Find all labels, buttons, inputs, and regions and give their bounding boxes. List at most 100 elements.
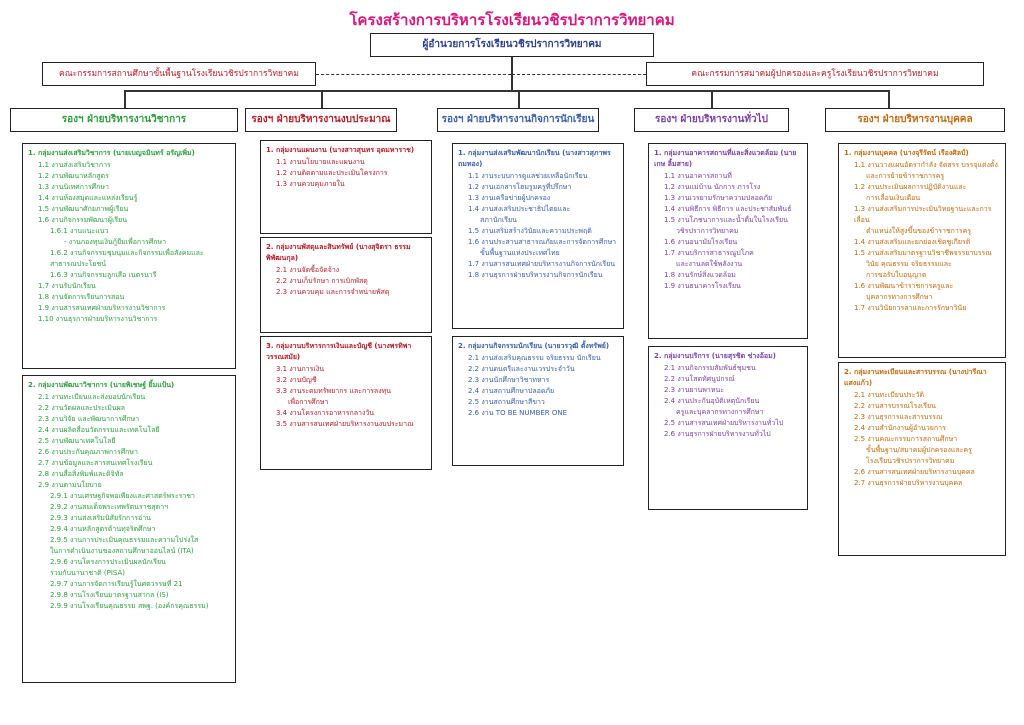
- list-item: 1.6.2 งานกิจกรรมชุมนุมและกิจกรรมเพื่อสัง…: [50, 249, 204, 257]
- list-item: 1.1 งานระบบการดูแลช่วยเหลือนักเรียน: [468, 172, 588, 180]
- list-item: 1.6.1 งานแนะแนว: [50, 227, 109, 235]
- list-item: 2.9 งานตามนโยบาย: [38, 481, 102, 489]
- list-item: 2.1 งานทะเบียนประวัติ: [854, 391, 925, 399]
- list-item: 1.7 งานบริการสาธารณูปโภค: [664, 249, 754, 257]
- list-item: 1.8 งานธุรการฝ่ายบริหารงานกิจการนักเรียน: [468, 271, 603, 279]
- list-item: 2.9.3 งานส่งเสริมนิสัยรักการอ่าน: [50, 514, 151, 522]
- group-title: 1. กลุ่มงานอาคารสถานที่และสิ่งแวดล้อม (น…: [654, 149, 797, 168]
- list-item: 1.2 งานแม่บ้าน นักการ ภารโรง: [664, 183, 761, 191]
- list-item: 1.3 งานส่งเสริมการประเมินวิทยฐานะและการเ…: [854, 205, 992, 224]
- list-item: ครูและบุคลากรทางการศึกษา: [676, 408, 764, 416]
- list-item: สาธารณประโยชน์: [50, 260, 107, 268]
- group-title: 1. กลุ่มงานส่งเสริมวิชาการ (นายเบญจมินทร…: [28, 149, 195, 157]
- list-item: 2.2 งานเก็บรักษา การเบิกพัสดุ: [276, 277, 368, 285]
- header-general: รองฯ ฝ่ายบริหารงานทั่วไป: [634, 108, 789, 132]
- list-item: 1.7 งานสารสนเทศฝ่ายบริหารงานกิจการนักเรี…: [468, 260, 616, 268]
- group-title: 2. กลุ่มงานพัฒนาวิชาการ (นายพิเชษฐ์ ยิ้ม…: [28, 381, 175, 389]
- list-item: 2.6 งาน TO BE NUMBER ONE: [468, 409, 568, 417]
- page-title: โครงสร้างการบริหารโรงเรียนวชิรปราการวิทย…: [349, 11, 675, 29]
- stem-col-4: [711, 90, 713, 108]
- list-item: 1.6 งานประสานสาธารณภัยและการจัดการศึกษา: [468, 238, 617, 246]
- list-item: 2.7 งานข้อมูลและสารสนเทศโรงเรียน: [38, 459, 153, 467]
- list-item: 1.4 งานส่งเสริมประชาธิปไตยและ: [468, 205, 571, 213]
- student-group-1: 1. กลุ่มงานส่งเสริมพัฒนานักเรียน (นางสาว…: [452, 143, 624, 329]
- group-title: 1. กลุ่มงานแผนงาน (นางสาวสุนทร อุดมหาราช…: [266, 146, 415, 154]
- list-item: 1.5 งานส่งเสริมมาตรฐานวิชาชีพจรรยาบรรณ: [854, 249, 992, 257]
- list-item: 2.3 งานวิจัย และพัฒนาการศึกษา: [38, 415, 140, 423]
- list-item: 1.3 งานเครือข่ายผู้ปกครอง: [468, 194, 551, 202]
- list-item: - งานกองทุนเงินกู้ยืมเพื่อการศึกษา: [64, 238, 167, 246]
- budget-group-2: 2. กลุ่มงานพัสดุและสินทรัพย์ (นางสุจิตรา…: [260, 237, 432, 333]
- list-item: 2.4 งานสำนักงานผู้อำนวยการ: [854, 424, 946, 432]
- list-item: 2.5 งานสารสนเทศฝ่ายบริหารงานทั่วไป: [664, 419, 784, 427]
- stem-col-1: [124, 90, 126, 108]
- list-item: 1.5 งานโภชนาการและน้ำดื่มในโรงเรียน: [664, 216, 788, 224]
- right-committee-box: คณะกรรมการสมาคมผู้ปกครองและครูโรงเรียนวช…: [646, 62, 984, 86]
- academic-group-2: 2. กลุ่มงานพัฒนาวิชาการ (นายพิเชษฐ์ ยิ้ม…: [22, 375, 236, 683]
- list-item: 1.6.3 งานกิจกรรมลูกเสือ เนตรนารี: [50, 271, 157, 279]
- list-item: 1.3 งานนิเทศการศึกษา: [38, 183, 109, 191]
- list-item: 1.8 งานจัดการเรียนการสอน: [38, 293, 125, 301]
- director-box: ผู้อำนวยการโรงเรียนวชิรปราการวิทยาคม: [370, 33, 654, 57]
- item-list: 2.1 งานส่งเสริมคุณธรรม จริยธรรม นักเรียน…: [458, 353, 618, 419]
- item-list: 2.1 งานทะเบียนประวัติ 2.2 งานสารบรรณโรงเร…: [844, 390, 1000, 489]
- personnel-group-2: 2. กลุ่มงานทะเบียนและสารบรรณ (นางปารีณา …: [838, 362, 1006, 556]
- list-item: 1.10 งานธุรการฝ่ายบริหารงานวิชาการ: [38, 315, 158, 323]
- list-item: 2.5 งานสถานศึกษาสีขาว: [468, 398, 545, 406]
- group-title: 3. กลุ่มงานบริหารการเงินและบัญชี (นางพรท…: [266, 342, 412, 361]
- list-item: 2.2 งานสารบรรณโรงเรียน: [854, 402, 936, 410]
- list-item: 2.9.9 งานโรงเรียนคุณธรรม สพฐ. (องค์กรคุณ…: [50, 602, 209, 610]
- group-title: 1. กลุ่มงานส่งเสริมพัฒนานักเรียน (นางสาว…: [458, 149, 611, 168]
- list-item: 2.4 งานสถานศึกษาปลอดภัย: [468, 387, 555, 395]
- list-item: 2.2 งานวัดผลและประเมินผล: [38, 404, 126, 412]
- list-item: และการย้ายข้าราชการครู: [866, 172, 945, 180]
- list-item: 2.1 งานกิจกรรมสัมพันธ์ชุมชน: [664, 364, 756, 372]
- group-title: 2. กลุ่มงานทะเบียนและสารบรรณ (นางปารีณา …: [844, 368, 987, 387]
- list-item: 2.9.1 งานเศรษฐกิจพอเพียงและศาสตร์พระราชา: [50, 492, 195, 500]
- list-item: 3.4 งานโครงการอาหารกลางวัน: [276, 409, 375, 417]
- list-item: 2.3 งานควบคุม และการจำหน่ายพัสดุ: [276, 288, 390, 296]
- list-item: ร่วมกับนานาชาติ (PISA): [50, 569, 125, 577]
- list-item: 2.3 งานธุรการและสารบรรณ: [854, 413, 943, 421]
- general-group-1: 1. กลุ่มงานอาคารสถานที่และสิ่งแวดล้อม (น…: [648, 143, 808, 339]
- list-item: 1.9 งานธนาคารโรงเรียน: [664, 282, 741, 290]
- list-item: เพื่อการศึกษา: [288, 398, 329, 406]
- list-item: ขั้นพื้นฐาน/สมาคมผู้ปกครองและครู: [866, 446, 972, 454]
- list-item: 1.6 งานพัฒนาข้าราชการครูและ: [854, 282, 954, 290]
- list-item: 2.9.2 งานสมเด็จพระเทพรัตนราชสุดาฯ: [50, 503, 169, 511]
- list-item: 3.2 งานบัญชี: [276, 376, 317, 384]
- group-title: 1. กลุ่มงานบุคคล (นางจุรีรัตน์ เรืองศิลป…: [844, 149, 969, 157]
- academic-group-1: 1. กลุ่มงานส่งเสริมวิชาการ (นายเบญจมินทร…: [22, 143, 236, 369]
- budget-group-1: 1. กลุ่มงานแผนงาน (นางสาวสุนทร อุดมหาราช…: [260, 140, 432, 234]
- list-item: 1.5 งานเสริมสร้างวินัยและความประพฤติ: [468, 227, 592, 235]
- list-item: 2.2 งานดนตรีและงานเวรประจำวัน: [468, 365, 575, 373]
- item-list: 1.1 งานวางแผนอัตรากำลัง จัดสรร บรรจุแต่ง…: [844, 160, 1000, 314]
- list-item: 1.2 งานประเมินผลการปฏิบัติงานและ: [854, 183, 967, 191]
- committee-dash-right: [512, 74, 646, 75]
- list-item: 2.1 งานส่งเสริมคุณธรรม จริยธรรม นักเรียน: [468, 354, 601, 362]
- list-item: และงานลดใช้พลังงาน: [676, 260, 743, 268]
- list-item: 2.9.7 งานการจัดการเรียนรู้ในศตวรรษที่ 21: [50, 580, 183, 588]
- horizontal-bus: [124, 90, 888, 92]
- list-item: การเลื่อนเงินเดือน: [866, 194, 921, 202]
- list-item: 1.2 งานเอกสารโฮมรูมครูที่ปรึกษา: [468, 183, 572, 191]
- group-title: 2. กลุ่มงานกิจกรรมนักเรียน (นายวรวุฒิ ตั…: [458, 342, 610, 350]
- list-item: 2.9.8 งานโรงเรียนมาตรฐานสากล (IS): [50, 591, 169, 599]
- list-item: 1.1 งานนโยบายและแผนงาน: [276, 158, 365, 166]
- list-item: 1.3 งานควบคุมภายใน: [276, 180, 345, 188]
- list-item: 2.5 งานพัฒนาเทคโนโลยี: [38, 437, 116, 445]
- list-item: 2.6 งานประกันคุณภาพการศึกษา: [38, 448, 138, 456]
- list-item: สภานักเรียน: [480, 216, 517, 224]
- list-item: 2.3 งานนักศึกษาวิชาทหาร: [468, 376, 550, 384]
- list-item: 1.8 งานรักษ์สิ่งแวดล้อม: [664, 271, 736, 279]
- list-item: 2.6 งานสารสนเทศฝ่ายบริหารงานบุคคล: [854, 468, 975, 476]
- list-item: วินัย คุณธรรม จริยธรรมและ: [866, 260, 952, 268]
- left-committee-label: คณะกรรมการสถานศึกษาขั้นพื้นฐานโรงเรียนวช…: [59, 69, 299, 79]
- list-item: 1.1 งานส่งเสริมวิชาการ: [38, 161, 111, 169]
- student-group-2: 2. กลุ่มงานกิจกรรมนักเรียน (นายวรวุฒิ ตั…: [452, 336, 624, 466]
